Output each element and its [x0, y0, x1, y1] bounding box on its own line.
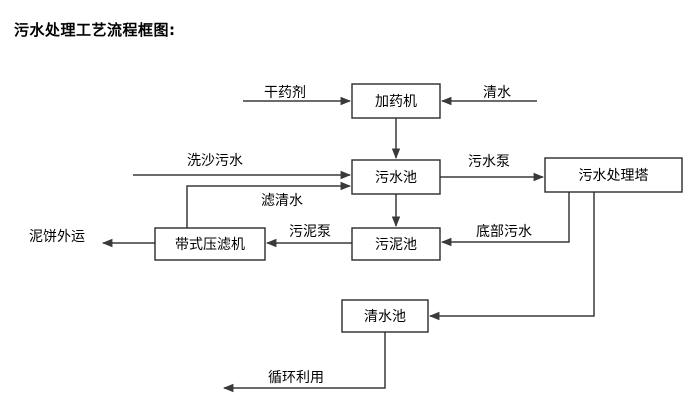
node-label-sludge-pool: 污泥池 [375, 237, 417, 253]
node-label-clear-water-pool: 清水池 [364, 309, 406, 325]
node-label-sewage-pool: 污水池 [375, 170, 417, 186]
edge-tower-bottom-to-sludge-pool [440, 192, 570, 247]
node-belt-filter-press[interactable]: 带式压滤机 [154, 227, 266, 261]
edge-label-sewage-pump: 污水泵 [468, 154, 510, 170]
edge-label-sand-wash-sewage: 洗沙污水 [187, 153, 243, 169]
node-label-belt-filter-press: 带式压滤机 [175, 237, 245, 253]
edge-label-recycle: 循环利用 [268, 370, 324, 386]
node-sewage-pool[interactable]: 污水池 [351, 159, 441, 195]
edge-filtrate-to-sewage-pool [186, 181, 352, 228]
edge-label-sludge-pump: 污泥泵 [289, 224, 331, 240]
edge-clear-pool-to-recycle [222, 332, 386, 393]
edge-label-dry-agent: 干药剂 [264, 85, 306, 101]
edge-tower-to-clear-pool [428, 192, 595, 321]
node-dosing-machine[interactable]: 加药机 [351, 83, 441, 119]
node-treatment-tower[interactable]: 污水处理塔 [544, 157, 683, 193]
page-title: 污水处理工艺流程框图: [14, 21, 176, 39]
node-label-dosing-machine: 加药机 [375, 94, 417, 110]
node-label-treatment-tower: 污水处理塔 [579, 168, 649, 184]
node-sludge-pool[interactable]: 污泥池 [351, 227, 441, 261]
node-clear-water-pool[interactable]: 清水池 [341, 299, 429, 333]
terminal-label-mud-cake: 泥饼外运 [29, 229, 85, 245]
edge-label-bottom-sewage: 底部污水 [476, 224, 532, 240]
edge-label-clean-water: 清水 [483, 85, 511, 101]
edge-label-filtrate: 滤清水 [261, 193, 303, 209]
